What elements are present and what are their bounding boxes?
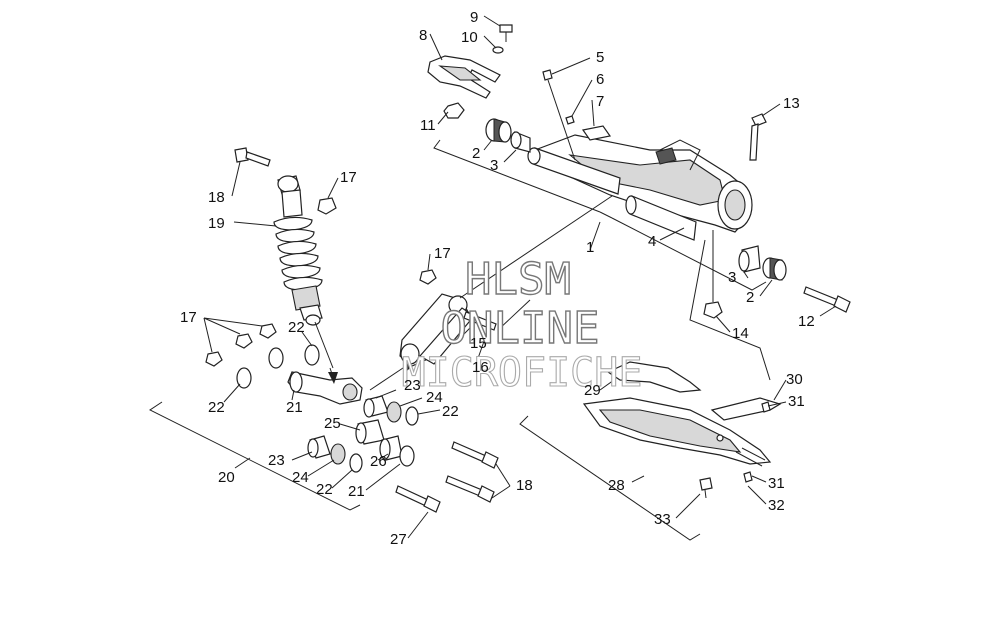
- label-18-top: 18: [208, 189, 225, 206]
- leader-lines: [149, 15, 837, 541]
- label-21-lower: 21: [348, 483, 365, 500]
- washer-22-lower: [349, 453, 363, 473]
- label-11: 11: [420, 117, 436, 134]
- bolt-13: [749, 113, 767, 161]
- watermark-line1: HLSM: [465, 254, 571, 305]
- bolt-12: [803, 286, 851, 313]
- label-14: 14: [732, 325, 749, 342]
- swing-arm: [527, 134, 753, 241]
- label-23-lower: 23: [268, 452, 285, 469]
- label-31-bottom: 31: [768, 475, 785, 492]
- label-4: 4: [648, 233, 656, 250]
- washer-21: [399, 445, 415, 467]
- label-12: 12: [798, 313, 815, 330]
- nut-17-c: [205, 351, 223, 367]
- label-15: 15: [470, 335, 487, 352]
- label-18-lower: 18: [516, 477, 533, 494]
- label-22-left: 22: [208, 399, 225, 416]
- nut-17-a: [259, 323, 277, 339]
- bushing-3-left: [510, 131, 531, 153]
- plate-7: [581, 125, 612, 141]
- clip-31-top: [761, 401, 771, 413]
- bushing-25: [355, 419, 385, 445]
- washer-10: [492, 46, 504, 54]
- bushing-3-right: [738, 245, 761, 273]
- bolt-18-lower-a: [451, 441, 499, 469]
- label-22-mid: 22: [442, 403, 459, 420]
- part-labels: 9 10 8 5 6 7 13 11 2 3 17 18 19 1 4 17 3…: [180, 9, 815, 548]
- nut-17-right: [419, 269, 437, 285]
- label-16: 16: [472, 359, 489, 376]
- label-13: 13: [783, 95, 800, 112]
- label-5: 5: [596, 49, 604, 66]
- washer-22-a: [304, 344, 320, 366]
- label-17-right: 17: [434, 245, 451, 262]
- nut-17-b: [235, 333, 253, 349]
- watermark: HLSM ONLINE MICROFICHE: [401, 253, 643, 396]
- bolt-27: [395, 485, 441, 513]
- label-17-top: 17: [340, 169, 357, 186]
- label-30: 30: [786, 371, 803, 388]
- bracket-8: [427, 55, 501, 99]
- label-17-left: 17: [180, 309, 197, 326]
- nut-11: [443, 102, 465, 119]
- grease-fitting-5: [542, 69, 576, 161]
- label-10: 10: [461, 29, 478, 46]
- screw-33: [699, 477, 713, 499]
- bushing-2-right: [762, 257, 787, 281]
- bushing-2-left: [485, 118, 512, 143]
- watermark-line2: ONLINE: [441, 303, 600, 354]
- label-21-top: 21: [286, 399, 303, 416]
- label-26: 26: [370, 453, 387, 470]
- label-6: 6: [596, 71, 604, 88]
- label-22-lower: 22: [316, 481, 333, 498]
- label-33: 33: [654, 511, 671, 528]
- label-9: 9: [470, 9, 478, 26]
- label-27: 27: [390, 531, 407, 548]
- bearing-24-upper: [386, 401, 402, 423]
- screw-6: [565, 115, 575, 125]
- label-3-left: 3: [490, 157, 498, 174]
- label-28: 28: [608, 477, 625, 494]
- label-2-right: 2: [746, 289, 754, 306]
- label-8: 8: [419, 27, 427, 44]
- label-3-right: 3: [728, 269, 736, 286]
- bolt-16: [463, 311, 497, 331]
- bushing-23-lower: [307, 435, 331, 459]
- label-22-top: 22: [288, 319, 305, 336]
- label-25: 25: [324, 415, 341, 432]
- label-20: 20: [218, 469, 235, 486]
- label-32: 32: [768, 497, 785, 514]
- label-31-top: 31: [788, 393, 805, 410]
- label-1: 1: [586, 239, 594, 256]
- plate-29: [606, 361, 702, 393]
- washer-22-b: [268, 347, 284, 369]
- label-2-left: 2: [472, 145, 480, 162]
- washer-22-c: [236, 367, 252, 389]
- label-29: 29: [584, 382, 601, 399]
- bolt-9: [499, 24, 513, 42]
- label-19: 19: [208, 215, 225, 232]
- clip-31-bottom: [743, 471, 753, 483]
- label-24-lower: 24: [292, 469, 309, 486]
- label-23-upper: 23: [404, 377, 421, 394]
- bearing-24-lower: [330, 443, 346, 465]
- label-24-upper: 24: [426, 389, 443, 406]
- shock-absorber-19: [273, 175, 334, 369]
- bolt-18-lower-b: [445, 475, 495, 503]
- bolt-18-top: [234, 147, 271, 167]
- washer-22-d: [405, 406, 419, 426]
- bushing-23-upper: [363, 395, 389, 418]
- label-7: 7: [596, 93, 604, 110]
- nut-14: [703, 230, 723, 319]
- skid-plate-28: [582, 397, 772, 467]
- rocker-arm-21: [287, 371, 363, 405]
- nut-17-top: [317, 197, 337, 215]
- watermark-line3: MICROFICHE: [402, 350, 643, 396]
